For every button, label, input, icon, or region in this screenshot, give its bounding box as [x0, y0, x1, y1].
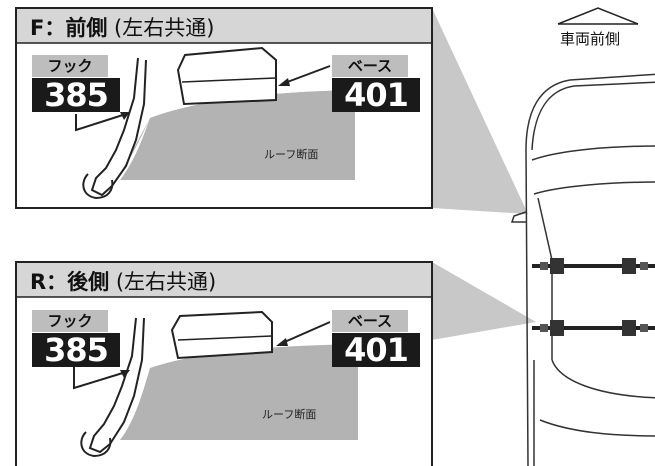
front-direction-label: 車両前側 — [560, 30, 621, 48]
car-top-view — [510, 73, 655, 466]
front-base-shape — [176, 46, 277, 106]
front-direction-chevron — [557, 7, 639, 25]
front-panel-header-bg — [17, 9, 431, 43]
rear-panel-header-rest: (左右共通) — [109, 270, 217, 294]
rear-callout-wedge — [432, 262, 536, 340]
rear-panel-header: R：後側 (左右共通) — [30, 266, 216, 296]
front-base-code: 401 — [332, 78, 420, 112]
rear-hook-code: 385 — [32, 333, 120, 367]
front-hook-label: フック — [32, 55, 108, 77]
front-base-label: ベース — [332, 55, 408, 77]
rear-panel-header-bold: R：後側 — [30, 270, 110, 294]
front-roof-section-label: ルーフ断面 — [264, 148, 319, 161]
rear-base-shape — [170, 310, 273, 360]
front-roof-fill — [120, 90, 355, 180]
rear-hook-shape — [88, 317, 145, 454]
front-panel-header: F：前側 (左右共通) — [30, 12, 214, 42]
front-callout-wedge — [432, 8, 528, 214]
rear-panel-header-bg — [17, 263, 431, 297]
rear-base-code: 401 — [332, 333, 420, 367]
rear-roof-section-label: ルーフ断面 — [262, 408, 317, 421]
rear-base-label: ベース — [332, 310, 408, 332]
front-hook-shape — [90, 57, 147, 197]
front-roof-bar — [532, 258, 655, 274]
rear-hook-label: フック — [32, 310, 108, 332]
rear-roof-bar — [532, 320, 655, 336]
front-panel-header-bold: F：前側 — [30, 16, 108, 40]
front-hook-code: 385 — [32, 78, 120, 112]
rear-roof-fill — [120, 344, 358, 440]
front-panel-header-rest: (左右共通) — [107, 16, 215, 40]
